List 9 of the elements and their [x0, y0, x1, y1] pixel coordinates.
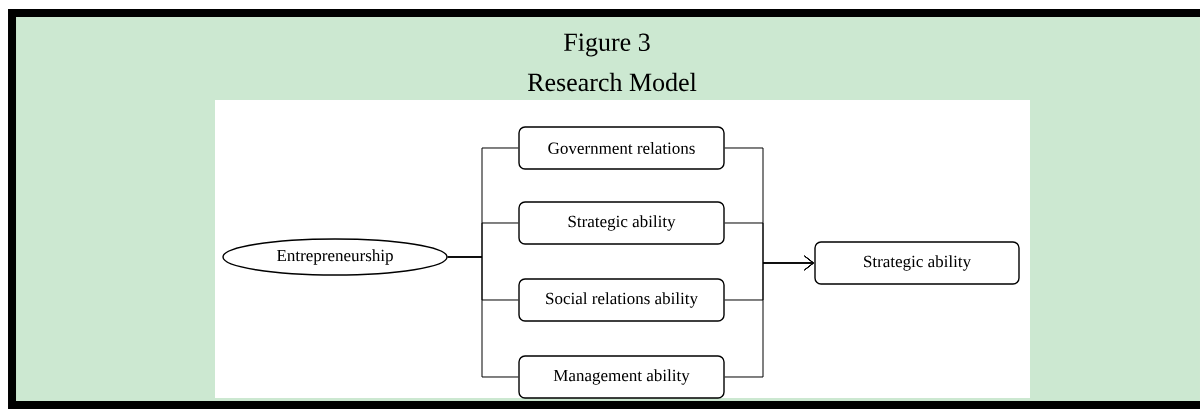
variable-box: Strategic ability — [518, 201, 725, 245]
variable-box: Strategic ability — [814, 241, 1020, 285]
figure-number: Figure 3 — [564, 33, 650, 57]
variable-box: Government relations — [518, 126, 725, 170]
variable-box: Social relations ability — [518, 278, 725, 322]
title: Research Model — [527, 72, 697, 92]
variable-box: Management ability — [518, 355, 725, 399]
connector — [724, 255, 814, 378]
connector — [447, 256, 519, 378]
